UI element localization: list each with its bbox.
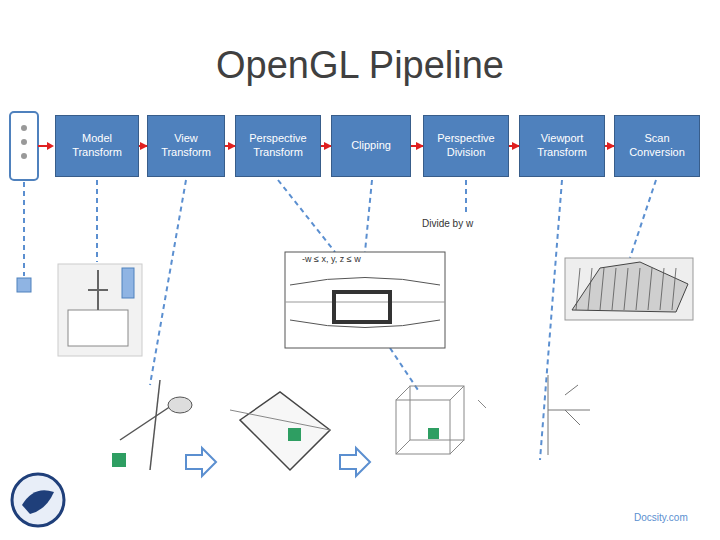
process-box: Scan Conversion — [614, 115, 700, 177]
process-box: Model Transform — [55, 115, 139, 177]
process-box: Clipping — [331, 115, 411, 177]
vertex-dot — [21, 139, 27, 145]
note-label: Divide by w — [420, 218, 475, 229]
box-label: View Transform — [153, 132, 219, 160]
vertex-dot — [21, 153, 27, 159]
mesh-line — [624, 268, 628, 310]
title: OpenGL Pipeline — [0, 44, 720, 87]
viewport-axes — [548, 375, 590, 455]
pipeline-arrow — [605, 145, 614, 147]
hollow-arrow — [186, 448, 216, 476]
mesh-line — [648, 268, 652, 310]
mesh-line — [660, 268, 664, 310]
mesh-line — [612, 268, 616, 310]
pipeline-arrow — [225, 145, 235, 147]
model-picture — [58, 264, 142, 356]
process-box: Perspective Transform — [235, 115, 321, 177]
object-square — [112, 453, 126, 467]
model-room — [68, 310, 128, 346]
hollow-arrow — [340, 448, 370, 476]
clipping-picture — [285, 252, 445, 348]
box-label: Perspective Division — [429, 132, 503, 160]
process-box: Viewport Transform — [519, 115, 605, 177]
pipeline-arrow — [509, 145, 519, 147]
leader-lines — [24, 180, 656, 460]
process-box: View Transform — [147, 115, 225, 177]
box-label: Scan Conversion — [620, 132, 694, 160]
note-label: -w ≤ x, y, z ≤ w — [300, 254, 363, 264]
box-label: Perspective Transform — [241, 132, 315, 160]
canonical-cube — [396, 386, 486, 454]
process-box: Perspective Division — [423, 115, 509, 177]
pipeline-arrow — [139, 145, 147, 147]
mesh-line — [576, 268, 580, 310]
mesh-line — [588, 268, 592, 310]
pipeline-arrow — [411, 145, 423, 147]
pipeline-arrow — [321, 145, 331, 147]
watermark: Docsity.com — [632, 512, 690, 523]
vertex-square — [17, 278, 31, 292]
scan-mesh — [565, 258, 693, 320]
logo — [12, 474, 64, 526]
box-label: Model Transform — [61, 132, 133, 160]
box-label: Viewport Transform — [525, 132, 599, 160]
vertex-dot — [21, 125, 27, 131]
mesh-line — [600, 268, 604, 310]
mesh-line — [672, 268, 676, 310]
vertex-list — [10, 112, 38, 180]
box-label: Clipping — [351, 139, 391, 153]
view-frustum — [240, 392, 330, 470]
mesh-line — [636, 268, 640, 310]
arrow-head — [47, 142, 54, 150]
